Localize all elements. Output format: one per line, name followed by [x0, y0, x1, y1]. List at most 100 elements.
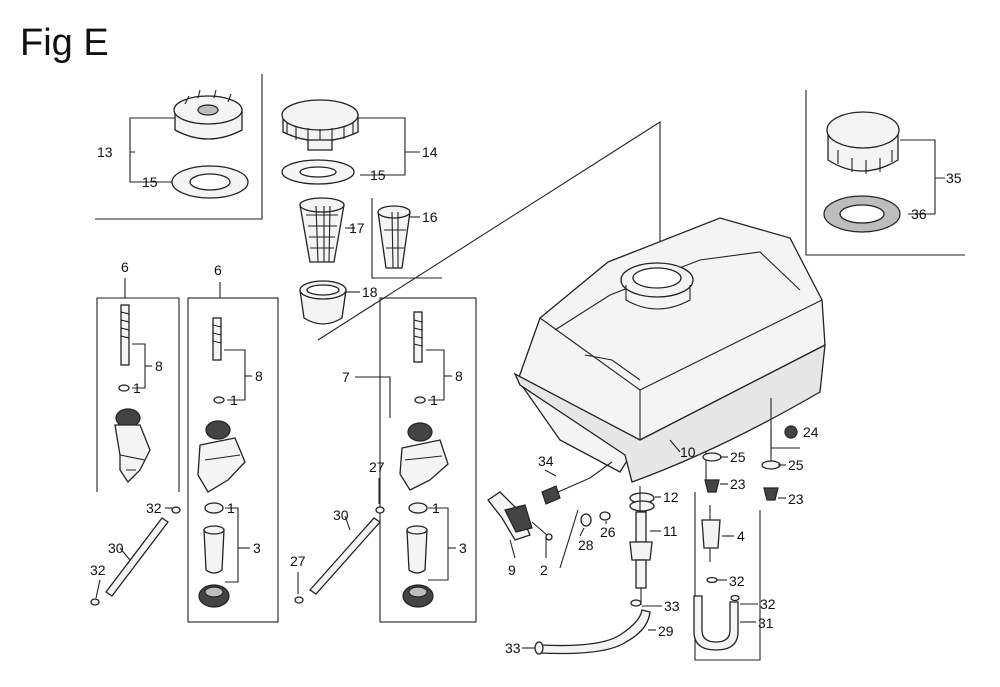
fuel-cap-14 [281, 99, 359, 151]
frame-filter-group-4 [694, 492, 761, 661]
frame-valve-group-middle [187, 297, 279, 623]
label-32b: 32 [90, 562, 106, 578]
label-34: 34 [538, 453, 554, 469]
label-7: 7 [342, 369, 350, 385]
nut-23b [763, 487, 779, 501]
washer-25b [761, 460, 781, 470]
label-32c: 32 [729, 573, 745, 589]
cap-gasket-15 [171, 165, 249, 199]
filter-cup-3b [406, 525, 428, 574]
fuel-cap-35 [826, 111, 900, 174]
fuel-tank-10 [513, 217, 826, 483]
frame-cap-group-35 [805, 90, 965, 256]
fuel-cock-11 [629, 511, 653, 589]
label-17: 17 [349, 220, 365, 236]
bolt-34 [541, 477, 591, 505]
label-3b: 3 [459, 540, 467, 556]
label-15a: 15 [142, 174, 158, 190]
label-35: 35 [946, 170, 962, 186]
sediment-cup-right [402, 584, 434, 608]
label-30b: 30 [333, 507, 349, 523]
label-23a: 23 [730, 476, 746, 492]
label-15b: 15 [370, 167, 386, 183]
label-33a: 33 [664, 598, 680, 614]
cap-gasket-36 [823, 195, 901, 233]
label-10: 10 [680, 444, 696, 460]
label-8a: 8 [155, 358, 163, 374]
label-1e: 1 [432, 500, 440, 516]
washer-26 [599, 511, 611, 521]
fuel-tube-30a [105, 517, 169, 597]
cap-gasket-15b [281, 159, 355, 185]
label-12: 12 [663, 489, 679, 505]
sediment-cup-middle [198, 584, 230, 608]
label-32d: 32 [760, 596, 776, 612]
label-4: 4 [737, 528, 745, 544]
label-27b: 27 [290, 553, 306, 569]
label-9: 9 [508, 562, 516, 578]
tube-clip-27a [375, 478, 385, 514]
label-11: 11 [663, 523, 678, 539]
fuel-filter-4 [701, 505, 721, 562]
label-3a: 3 [253, 540, 261, 556]
strainer-16 [377, 205, 411, 269]
grommet-12 [629, 492, 655, 512]
valve-body-left [114, 408, 151, 484]
label-2: 2 [540, 562, 548, 578]
tube-clip-27b [294, 572, 304, 604]
label-29: 29 [658, 623, 674, 639]
label-1a: 1 [133, 380, 141, 396]
nut-23a [704, 479, 720, 493]
strainer-ring-18 [299, 280, 347, 325]
fuel-hose-29 [539, 609, 651, 655]
o-ring-1c [204, 502, 224, 514]
label-13: 13 [97, 144, 113, 160]
o-ring-1e [408, 502, 428, 514]
strainer-17 [299, 197, 345, 263]
label-31: 31 [758, 615, 774, 631]
label-25b: 25 [788, 457, 804, 473]
valve-body-right [399, 422, 449, 491]
label-1c: 1 [227, 500, 235, 516]
label-30a: 30 [108, 540, 124, 556]
label-8c: 8 [455, 368, 463, 384]
o-ring-1a [118, 384, 130, 392]
label-1b: 1 [230, 392, 238, 408]
label-27a: 27 [369, 459, 385, 475]
label-6b: 6 [214, 262, 222, 278]
hose-clip-33b [534, 641, 544, 655]
frame-cap-group-13 [95, 74, 263, 220]
label-18: 18 [362, 284, 378, 300]
frame-valve-group-left [96, 297, 180, 492]
frame-strainer-16 [371, 198, 442, 279]
figure-title: Fig E [20, 22, 109, 64]
o-ring-1d [414, 396, 426, 404]
tube-clip-32a [171, 506, 181, 514]
lever-shaft-7 [413, 311, 423, 363]
valve-body-middle [197, 420, 246, 493]
label-36: 36 [911, 206, 927, 222]
label-14: 14 [422, 144, 438, 160]
fuel-hose-31 [693, 595, 739, 651]
fuel-cap-13 [173, 89, 243, 140]
fuel-tube-30b [309, 517, 381, 595]
label-25a: 25 [730, 449, 746, 465]
lever-shaft-6b [212, 317, 222, 361]
plug-28 [580, 513, 592, 527]
part-labels: 13 15 14 15 17 16 18 6 8 1 6 8 1 1 3 32 … [90, 144, 962, 656]
fuel-lever-9 [487, 491, 533, 541]
frame-valve-group-right [379, 297, 477, 623]
tube-clip-32b [90, 598, 100, 606]
nut-24 [784, 425, 798, 439]
label-1d: 1 [430, 392, 438, 408]
washer-25a [702, 452, 722, 462]
label-32a: 32 [146, 500, 162, 516]
screw-2 [531, 521, 553, 541]
label-24: 24 [803, 424, 819, 440]
label-leaders [95, 456, 786, 649]
label-26: 26 [600, 524, 616, 540]
hose-clip-33a [630, 599, 642, 607]
hose-clip-32c [706, 576, 718, 584]
label-16: 16 [422, 209, 438, 225]
